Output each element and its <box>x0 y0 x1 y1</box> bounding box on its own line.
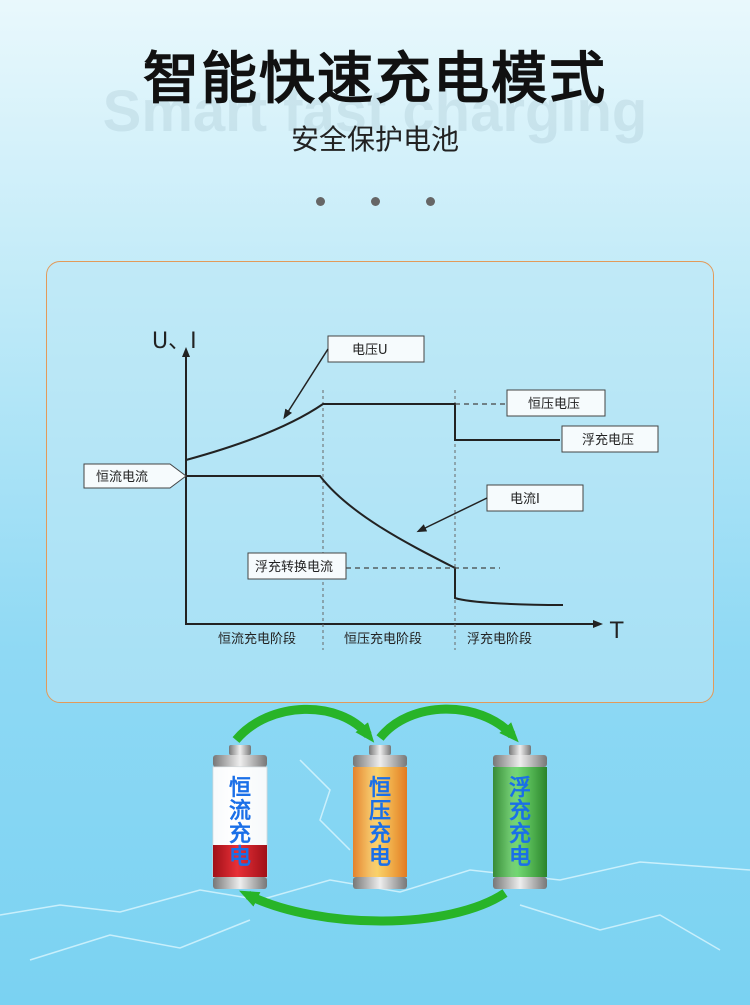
svg-text:恒: 恒 <box>369 775 391 801</box>
phase-label: 恒压充电阶段 <box>344 631 422 647</box>
svg-text:充: 充 <box>509 821 531 847</box>
svg-text:充: 充 <box>509 798 531 824</box>
battery-constant-current: 恒 流 充 电 <box>212 745 268 889</box>
battery-fill <box>213 845 267 877</box>
label-voltage-u: 电压U <box>283 335 425 420</box>
svg-text:恒压电压: 恒压电压 <box>528 397 580 412</box>
voltage-curve <box>185 403 560 461</box>
svg-text:恒流电流: 恒流电流 <box>96 470 148 485</box>
dot <box>425 197 435 206</box>
phase-label: 恒流充电阶段 <box>218 631 296 647</box>
x-axis-label: T <box>609 619 624 644</box>
page-subtitle: 安全保护电池 <box>290 123 459 156</box>
battery-constant-voltage: 恒 压 充 电 <box>353 745 407 889</box>
cycle-arrow-icon <box>232 704 375 744</box>
phase-label: 浮充电阶段 <box>467 631 532 647</box>
svg-text:浮充电压: 浮充电压 <box>582 432 634 448</box>
decorative-dots <box>0 197 750 206</box>
svg-text:浮: 浮 <box>509 775 531 801</box>
lightning-decoration <box>0 759 750 961</box>
ghost-watermark-text: Smart fast charging <box>102 79 648 144</box>
svg-text:流: 流 <box>229 798 251 824</box>
dot <box>370 197 380 206</box>
svg-text:浮充转换电流: 浮充转换电流 <box>255 559 333 575</box>
svg-text:恒: 恒 <box>229 775 251 801</box>
dot <box>315 197 325 206</box>
battery-float-charge: 浮 充 充 电 <box>493 745 547 889</box>
svg-text:充: 充 <box>369 821 391 847</box>
label-float-voltage: 浮充电压 <box>561 425 659 453</box>
label-constant-voltage: 恒压电压 <box>506 389 606 417</box>
label-constant-current: 恒流电流 <box>83 463 187 489</box>
y-axis-label: U、I <box>152 329 197 354</box>
svg-text:电: 电 <box>369 845 391 870</box>
cycle-arrow-icon <box>239 889 508 926</box>
svg-text:压: 压 <box>369 799 391 824</box>
label-float-switch-current: 浮充转换电流 <box>247 552 347 580</box>
page-title: 智能快速充电模式 <box>143 47 607 112</box>
svg-text:电流I: 电流I <box>510 492 540 507</box>
svg-text:电压U: 电压U <box>352 343 388 358</box>
svg-text:充: 充 <box>229 821 251 847</box>
svg-text:电: 电 <box>509 845 531 870</box>
cycle-arrow-icon <box>376 704 519 743</box>
label-current-i: 电流I <box>416 484 584 533</box>
svg-text:电: 电 <box>229 845 251 870</box>
